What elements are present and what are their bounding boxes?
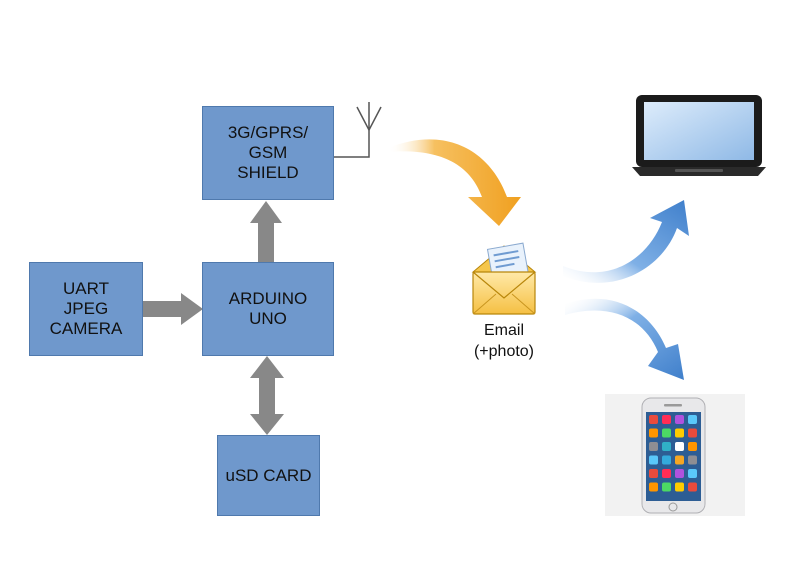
app-icon: [662, 442, 671, 451]
gsm-shield-block: 3G/GPRS/ GSM SHIELD: [202, 106, 334, 200]
app-icon: [649, 442, 658, 451]
antenna-icon: [334, 102, 382, 158]
app-icon: [688, 442, 697, 451]
arduino-label-line: ARDUINO: [228, 289, 308, 308]
email-envelope-icon: [471, 242, 537, 315]
app-icon: [675, 455, 684, 465]
app-icon-grid: [649, 415, 697, 492]
email-caption: Email (+photo): [454, 320, 554, 362]
delivery-arrow-laptop: [563, 200, 689, 283]
app-icon: [649, 415, 658, 424]
app-icon: [675, 442, 684, 451]
email-caption-subtitle: (+photo): [473, 343, 535, 360]
camera-to-arduino-arrow: [143, 293, 203, 325]
app-icon: [649, 469, 658, 478]
send-arrow: [388, 139, 521, 226]
app-icon: [688, 455, 697, 465]
arduino-label-line: UNO: [249, 309, 287, 328]
app-icon: [662, 428, 671, 438]
sd-card-label-line: uSD CARD: [225, 465, 312, 485]
delivery-arrow-phone: [565, 298, 684, 380]
app-icon: [662, 415, 671, 424]
app-icon: [675, 469, 684, 478]
gsm-shield-label-line: 3G/GPRS/: [227, 123, 309, 142]
app-icon: [688, 428, 697, 438]
sd-card-label: uSD CARD: [226, 466, 312, 486]
arduino-sd-bidirectional-arrow: [250, 356, 284, 435]
camera-label-line: UART: [63, 279, 109, 298]
sd-card-block: uSD CARD: [217, 435, 320, 516]
gsm-shield-label-line: SHIELD: [237, 163, 299, 182]
arduino-block: ARDUINO UNO: [202, 262, 334, 356]
gsm-shield-label: 3G/GPRS/ GSM SHIELD: [228, 123, 308, 183]
email-caption-title: Email: [483, 322, 524, 339]
app-icon: [675, 428, 684, 438]
arduino-label: ARDUINO UNO: [229, 289, 307, 329]
arduino-to-shield-arrow: [250, 201, 282, 262]
camera-label-line: CAMERA: [49, 319, 123, 338]
app-icon: [649, 482, 658, 492]
camera-label-line: JPEG: [63, 299, 109, 318]
app-icon: [649, 455, 658, 465]
camera-label: UART JPEG CAMERA: [50, 279, 123, 339]
smartphone-icon: [605, 394, 745, 516]
app-icon: [688, 469, 697, 478]
app-icon: [662, 482, 671, 492]
app-icon: [688, 415, 697, 424]
camera-block: UART JPEG CAMERA: [29, 262, 143, 356]
app-icon: [662, 455, 671, 465]
app-icon: [649, 428, 658, 438]
app-icon: [688, 482, 697, 492]
laptop-icon: [632, 95, 766, 176]
app-icon: [675, 415, 684, 424]
app-icon: [662, 469, 671, 478]
gsm-shield-label-line: GSM: [248, 143, 288, 162]
app-icon: [675, 482, 684, 492]
